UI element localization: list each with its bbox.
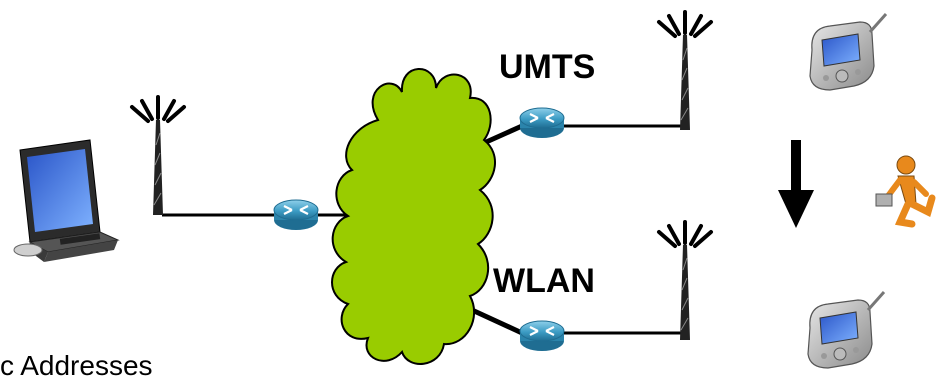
antenna-tower-icon xyxy=(657,10,713,132)
down-arrow-icon xyxy=(778,140,814,228)
link-cloud-wlan-router xyxy=(470,307,524,336)
router-icon xyxy=(518,319,566,353)
network-cloud-icon xyxy=(331,68,497,365)
antenna-tower-icon xyxy=(657,220,713,342)
antenna-tower-icon xyxy=(130,95,186,217)
link-cloud-umts-router xyxy=(482,123,524,146)
pda-icon xyxy=(806,290,886,370)
router-icon xyxy=(518,106,566,140)
laptop-icon xyxy=(13,139,120,262)
addresses-caption: c Addresses xyxy=(0,350,153,381)
umts-label: UMTS xyxy=(499,48,596,86)
walking-person-icon xyxy=(875,155,936,228)
router-icon xyxy=(272,198,320,232)
link-lines xyxy=(162,123,683,336)
pda-icon xyxy=(808,12,888,92)
wlan-label: WLAN xyxy=(493,262,595,300)
